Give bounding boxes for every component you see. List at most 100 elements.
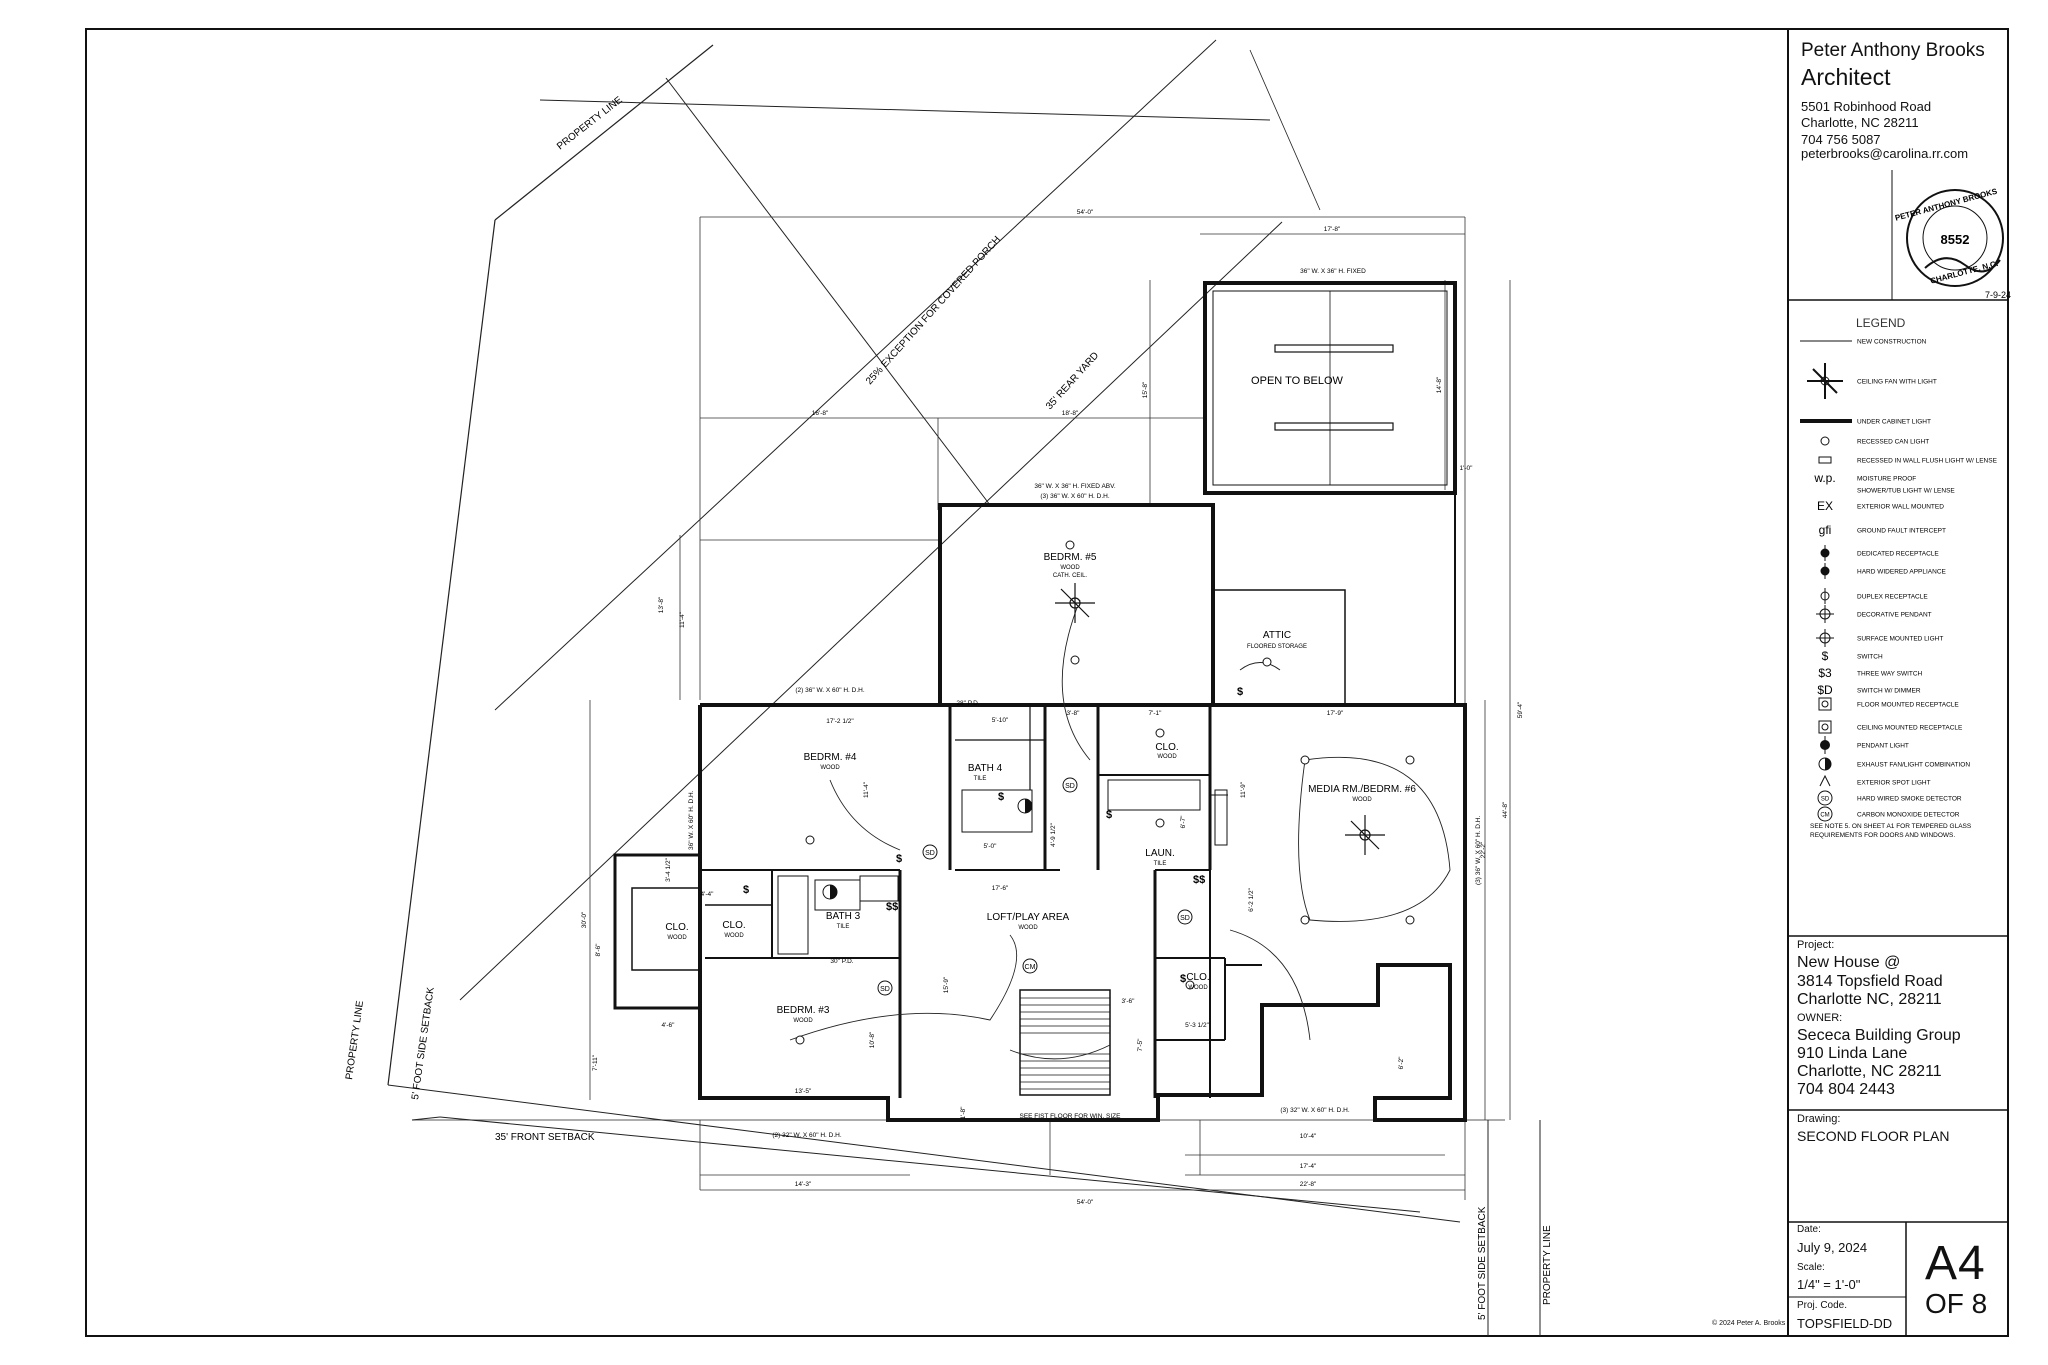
legend-note-1: SEE NOTE 5. ON SHEET A1 FOR TEMPERED GLA…	[1810, 823, 1972, 830]
legend-item-label: UNDER CABINET LIGHT	[1857, 419, 1931, 426]
owner-line-1: Sececa Building Group	[1797, 1027, 1961, 1044]
svg-text:WOOD: WOOD	[1188, 985, 1208, 991]
svg-text:WOOD: WOOD	[820, 765, 840, 771]
legend-item: NEW CONSTRUCTION	[1800, 339, 1927, 346]
svg-text:13'-8": 13'-8"	[658, 596, 665, 613]
legend-item-label: DUPLEX RECEPTACLE	[1857, 594, 1928, 601]
svg-text:36" W. X 36" H. FIXED: 36" W. X 36" H. FIXED	[1300, 268, 1366, 275]
dimension-lines	[589, 216, 1511, 1200]
switch-icons: $$ $$$ $$$ $$	[743, 686, 1243, 985]
legend-item-label: SHOWER/TUB LIGHT W/ LENSE	[1857, 488, 1955, 495]
architect-seal: PETER ANTHONY BROOKS 8552 CHARLOTTE, N.C…	[1894, 187, 2011, 300]
svg-text:44'-8": 44'-8"	[1502, 801, 1509, 818]
svg-text:17'-9": 17'-9"	[1327, 710, 1344, 717]
legend-item-label: CARBON MONOXIDE DETECTOR	[1857, 812, 1960, 819]
legend-symbol: gfi	[1819, 523, 1832, 537]
architect-name: Peter Anthony Brooks	[1801, 40, 1985, 61]
svg-text:(3) 36" W. X 60" H. D.H.: (3) 36" W. X 60" H. D.H.	[1475, 816, 1482, 885]
room-labels: OPEN TO BELOW BEDRM. #5 WOOD CATH. CEIL.…	[665, 375, 1416, 1024]
svg-text:SD: SD	[880, 986, 890, 993]
svg-text:16'-8": 16'-8"	[812, 410, 829, 417]
legend-item-label: DECORATIVE PENDANT	[1857, 612, 1932, 619]
svg-text:WOOD: WOOD	[1352, 797, 1372, 803]
svg-text:14'-8": 14'-8"	[1436, 376, 1443, 393]
svg-text:WOOD: WOOD	[1018, 925, 1038, 931]
attic-label: ATTIC	[1263, 630, 1291, 641]
legend-item-label: DEDICATED RECEPTACLE	[1857, 551, 1939, 558]
rear-yard-label: 35' REAR YARD	[1044, 350, 1101, 412]
svg-text:SEE FIST FLOOR FOR WIN. SIZE: SEE FIST FLOOR FOR WIN. SIZE	[1019, 1113, 1121, 1120]
seal-date: 7-9-24	[1985, 290, 2011, 300]
project-line-3: Charlotte NC, 28211	[1797, 991, 1942, 1008]
legend-item: w.p.MOISTURE PROOF	[1813, 471, 1916, 485]
svg-text:6'-2": 6'-2"	[1398, 1056, 1405, 1070]
recessed-light-icons	[795, 540, 1415, 1045]
project-line-1: New House @	[1797, 954, 1901, 971]
svg-text:6'-2 1/2": 6'-2 1/2"	[1248, 887, 1255, 911]
legend-item-label: SWITCH	[1857, 654, 1883, 661]
property-line-label-right: PROPERTY LINE	[1542, 1225, 1553, 1305]
legend-item: EXTERIOR SPOT LIGHT	[1819, 774, 1931, 787]
svg-text:15'-9": 15'-9"	[943, 976, 950, 993]
svg-text:30" P.D.: 30" P.D.	[830, 958, 853, 965]
architect-address-2: Charlotte, NC 28211	[1801, 115, 1919, 130]
legend-item: SURFACE MOUNTED LIGHT	[1816, 629, 1943, 647]
wall-flush-icon	[1818, 456, 1832, 464]
legend-item-label: EXTERIOR SPOT LIGHT	[1857, 780, 1931, 787]
legend-item: CEILING MOUNTED RECEPTACLE	[1818, 720, 1963, 734]
svg-text:6'-7": 6'-7"	[1180, 815, 1187, 829]
svg-text:(2) 32" W. X 60" H. D.H.: (2) 32" W. X 60" H. D.H.	[772, 1132, 841, 1139]
legend-item: RECESSED IN WALL FLUSH LIGHT W/ LENSE	[1818, 456, 1998, 465]
wiring-arcs	[789, 599, 1451, 1060]
proj-code-label: Proj. Code.	[1797, 1300, 1848, 1311]
drawing-label: Drawing:	[1797, 1113, 1841, 1125]
walls	[613, 281, 1467, 1122]
sheet-border	[85, 28, 2009, 1337]
legend-symbol: w.p.	[1813, 471, 1835, 485]
svg-text:$$: $$	[886, 901, 898, 913]
date-label: Date:	[1797, 1224, 1821, 1235]
front-setback-label: 35' FRONT SETBACK	[495, 1132, 595, 1143]
bath-4-label: BATH 4	[968, 763, 1003, 774]
legend-symbol: $	[1822, 649, 1829, 663]
legend-item: FLOOR MOUNTED RECEPTACLE	[1818, 697, 1959, 711]
stair-treads	[1020, 997, 1110, 1090]
legend-item: PENDANT LIGHT	[1820, 736, 1909, 754]
svg-text:SD: SD	[1065, 783, 1075, 790]
svg-text:14'-3": 14'-3"	[795, 1181, 812, 1188]
legend-item-label: RECESSED CAN LIGHT	[1857, 439, 1929, 446]
svg-text:7'-1": 7'-1"	[1149, 710, 1163, 717]
architect-email: peterbrooks@carolina.rr.com	[1801, 146, 1969, 161]
legend-item-label: SURFACE MOUNTED LIGHT	[1857, 636, 1943, 643]
legend-note-2: REQUIREMENTS FOR DOORS AND WINDOWS.	[1810, 832, 1955, 839]
svg-text:36" W. X 60" H. D.H.: 36" W. X 60" H. D.H.	[688, 790, 695, 850]
ceiling-fan-icon	[1807, 363, 1843, 399]
sd-icon	[1817, 790, 1833, 806]
exhaust-fan-icon	[822, 798, 1033, 900]
skylight-bar-top	[1274, 344, 1394, 353]
svg-text:4'-6": 4'-6"	[662, 1022, 676, 1029]
svg-text:CATH. CEIL.: CATH. CEIL.	[1053, 573, 1088, 579]
svg-text:54'-0": 54'-0"	[1077, 209, 1094, 216]
hardwired-icon	[1820, 563, 1830, 579]
legend-item-label: NEW CONSTRUCTION	[1857, 339, 1927, 346]
svg-text:13'-5": 13'-5"	[795, 1088, 812, 1095]
svg-text:WOOD: WOOD	[667, 935, 687, 941]
svg-text:7'-11": 7'-11"	[592, 1054, 599, 1071]
svg-text:7'-5": 7'-5"	[1137, 1038, 1144, 1052]
svg-text:FLOORED STORAGE: FLOORED STORAGE	[1247, 644, 1307, 650]
side-setback-label-left: 5' FOOT SIDE SETBACK	[410, 986, 437, 1100]
seal-number: 8552	[1941, 232, 1970, 247]
cm-icon	[1817, 806, 1833, 822]
legend-item: UNDER CABINET LIGHT	[1800, 419, 1931, 426]
legend-item-label: RECESSED IN WALL FLUSH LIGHT W/ LENSE	[1857, 458, 1998, 465]
legend-item-label: PENDANT LIGHT	[1857, 743, 1909, 750]
svg-text:(3) 36" W. X 60" H. D.H.: (3) 36" W. X 60" H. D.H.	[1040, 493, 1109, 500]
site-lines	[387, 39, 1541, 1336]
sheet-of: OF 8	[1925, 1288, 1988, 1319]
svg-text:WOOD: WOOD	[1060, 565, 1080, 571]
